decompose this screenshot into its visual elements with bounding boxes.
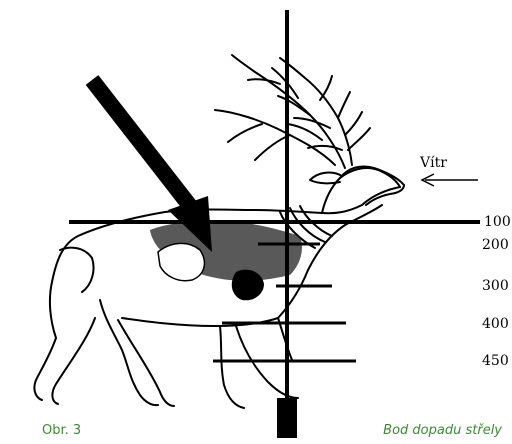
lung-area [158, 243, 204, 280]
range-label-450: 450 [482, 354, 509, 368]
arrow-left-icon [422, 174, 478, 186]
range-label-400: 400 [482, 317, 509, 331]
reticle-post [277, 398, 297, 438]
range-label-200: 200 [482, 238, 509, 252]
figure-title: Bod dopadu střely [383, 424, 502, 437]
range-label-100: 100 [484, 215, 511, 229]
wind-label: Vítr [420, 156, 447, 170]
arrow-pointer [92, 80, 212, 252]
range-label-300: 300 [482, 279, 509, 293]
figure-number: Obr. 3 [42, 424, 81, 437]
